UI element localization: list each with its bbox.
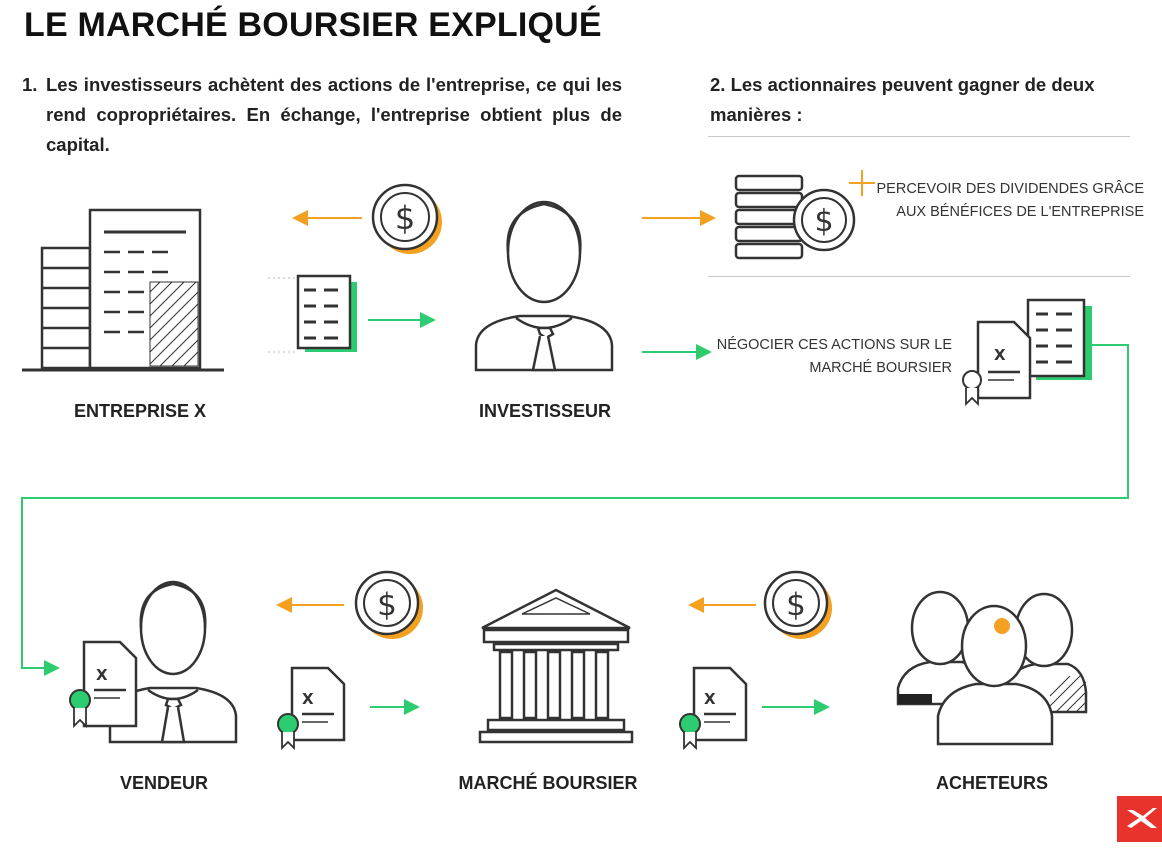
label-investor: INVESTISSEUR	[478, 401, 612, 421]
option-trade-shares: Négocier ces actions sur le marché bours…	[716, 337, 952, 376]
dollar-sign: $	[395, 199, 415, 237]
step-2-text: 2. Les actionnaires peuvent gagner de de…	[710, 74, 1095, 125]
brand-logo	[1117, 796, 1162, 842]
coin-icon-dividends: $	[792, 188, 856, 252]
dollar-sign: $	[377, 587, 397, 623]
label-seller: VENDEUR	[119, 773, 208, 793]
cash-stack-icon	[734, 174, 804, 260]
share-document-icon	[268, 274, 357, 353]
share-document-icon-right	[1026, 298, 1092, 380]
label-market: MARCHÉ BOURSIER	[458, 773, 638, 793]
coin-icon-top: $	[371, 183, 442, 254]
dollar-sign: $	[814, 204, 833, 239]
certificate-mark: X	[704, 690, 716, 708]
investor-person-icon	[474, 200, 614, 372]
buyers-group-icon	[896, 590, 1088, 746]
logo-mark-icon	[1127, 808, 1157, 828]
buyer-highlight-dot	[994, 618, 1010, 634]
stock-exchange-icon	[478, 588, 634, 744]
option-dividends: Percevoir des dividendes grâce aux bénéf…	[876, 181, 1145, 220]
certificate-mark: X	[302, 690, 314, 708]
page-title: LE MARCHÉ BOURSIER EXPLIQUÉ	[24, 6, 602, 44]
seller-person-icon	[108, 580, 238, 744]
label-company: ENTREPRISE X	[73, 401, 207, 421]
step-1-body: Les investisseurs achètent des actions d…	[46, 74, 622, 155]
certificate-mark: X	[994, 346, 1006, 364]
coin-icon-bottom-right: $	[763, 570, 832, 639]
step-1-number: 1.	[22, 74, 38, 95]
label-buyers: ACHETEURS	[935, 773, 1048, 793]
coin-icon-bottom-left: $	[354, 570, 423, 639]
step-1-text: 1. Les investisseurs achètent des action…	[22, 70, 622, 160]
plus-icon	[849, 170, 875, 196]
certificate-icon-seller: X	[69, 640, 138, 729]
certificate-icon-right: X	[962, 320, 1032, 407]
connector-line	[21, 344, 1129, 676]
certificate-icon-bottom-left: X	[277, 666, 346, 751]
dollar-sign: $	[786, 587, 806, 623]
divider-middle	[708, 276, 1130, 277]
certificate-mark: X	[96, 666, 108, 684]
divider-top	[708, 136, 1130, 137]
building-hatching	[149, 281, 199, 367]
certificate-icon-bottom-right: X	[679, 666, 748, 751]
